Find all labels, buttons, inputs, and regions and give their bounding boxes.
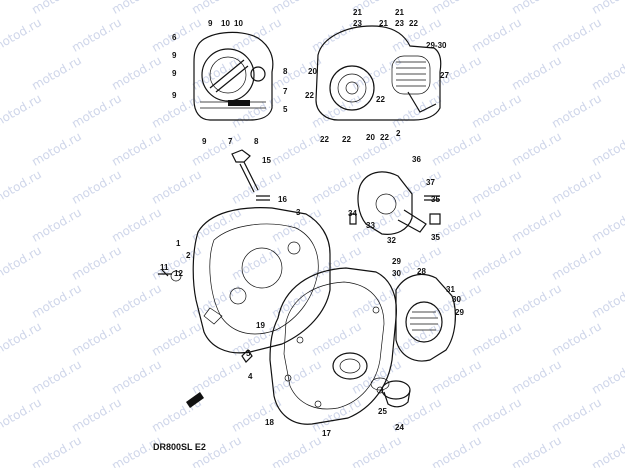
callout-21: 21 [395,8,404,17]
callout-9: 9 [172,51,177,60]
drain-plug [370,377,411,408]
callout-30: 30 [392,269,401,278]
callout-20: 20 [366,133,375,142]
side-assembly [395,273,456,362]
right-crankcase-cover [269,267,397,425]
callout-32: 32 [387,236,396,245]
callout-8: 8 [283,67,288,76]
callout-33: 33 [366,221,375,230]
callout-18: 18 [265,418,274,427]
callout-23: 23 [353,19,362,28]
model-label: DR800SL E2 [153,442,206,452]
callout-35: 35 [431,233,440,242]
callout-2: 2 [186,251,191,260]
callout-35: 35 [431,195,440,204]
callout-4: 4 [248,372,253,381]
callout-11: 11 [160,263,169,272]
callout-21: 21 [379,19,388,28]
callout-20: 20 [308,67,317,76]
callout-22: 22 [376,95,385,104]
callout-8: 8 [254,137,259,146]
callout-25: 25 [378,407,387,416]
callout-17: 17 [322,429,331,438]
left-crankcase-cover [192,207,331,354]
clutch-cover-top [193,31,274,121]
callout-9: 9 [172,69,177,78]
callout-22: 22 [380,133,389,142]
callout-29: 29 [392,257,401,266]
callout-6: 6 [172,33,177,42]
callout-9: 9 [208,19,213,28]
callout-22: 22 [320,135,329,144]
callout-15: 15 [262,156,271,165]
callout-29: 29 [455,308,464,317]
callout-37: 37 [426,178,435,187]
callout-10: 10 [221,19,230,28]
callout-16: 16 [278,195,287,204]
callout-7: 7 [228,137,233,146]
fastener-bolts [158,213,441,363]
callout-27: 27 [440,71,449,80]
callout-12: 12 [174,269,183,278]
generator-cover-top [315,25,442,121]
callout-21: 21 [353,8,362,17]
callout-19: 19 [256,321,265,330]
callout-30: 30 [452,295,461,304]
callout-22: 22 [409,19,418,28]
callout-10: 10 [234,19,243,28]
callout-2: 2 [396,129,401,138]
callout-22: 22 [342,135,351,144]
callout-36: 36 [412,155,421,164]
callout-24: 24 [395,423,404,432]
callout-34: 34 [348,209,357,218]
front-direction-arrow [186,392,204,408]
callout-29-30: 29-30 [426,41,447,50]
callout-23: 23 [395,19,404,28]
callout-5: 5 [246,349,251,358]
pump-cover [357,171,440,235]
oil-filler-plug [231,149,270,201]
callout-5: 5 [283,105,288,114]
callout-7: 7 [283,87,288,96]
callout-22: 22 [305,91,314,100]
callout-28: 28 [417,267,426,276]
callout-1: 1 [176,239,181,248]
callout-9: 9 [202,137,207,146]
callout-9: 9 [172,91,177,100]
callout-31: 31 [446,285,455,294]
callout-3: 3 [296,208,301,217]
